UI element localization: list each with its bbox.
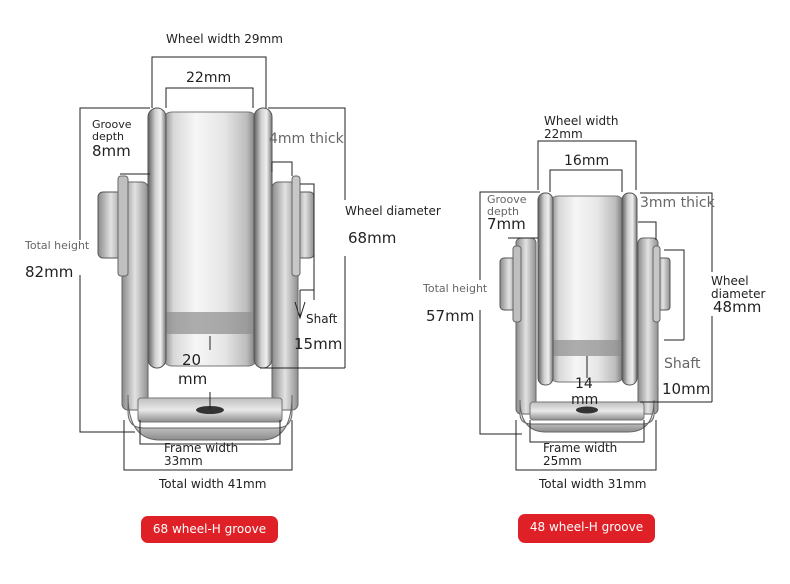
- right-model-badge: 48 wheel-H groove: [518, 514, 655, 543]
- left-groove-depth-value: 8mm: [92, 142, 131, 160]
- right-washer-right: [652, 245, 661, 323]
- right-groove-depth-value: 7mm: [487, 215, 526, 233]
- right-wheel-diameter-label: Wheel diameter: [711, 274, 766, 301]
- right-flange-right: [621, 192, 638, 386]
- left-gap-value: 20: [182, 351, 202, 369]
- left-flange-left: [147, 107, 167, 369]
- left-inner-width-label: 22mm: [186, 70, 232, 86]
- left-flange-right: [253, 107, 273, 369]
- right-groove-band: [550, 340, 624, 356]
- left-total-width-label: Total width 41mm: [159, 477, 267, 491]
- right-thickness-label: 3mm thick: [640, 195, 715, 211]
- left-frame-base: [127, 394, 293, 441]
- right-frame-base: [519, 399, 655, 433]
- right-total-width-label: Total width 31mm: [539, 477, 647, 491]
- left-gap-unit: mm: [178, 370, 208, 388]
- right-wheel-diameter-value: 48mm: [713, 298, 762, 316]
- right-wheel-width-label: Wheel width 22mm: [544, 114, 619, 141]
- right-total-height-label: Total height: [423, 282, 488, 295]
- left-groove-band: [162, 312, 258, 334]
- left-groove-depth-label: Groove depth: [92, 118, 132, 143]
- right-frame-width-label: Frame width 25mm: [543, 441, 618, 468]
- right-mount-hole: [576, 406, 598, 414]
- right-flange-left: [537, 192, 554, 386]
- right-washer-left: [512, 245, 522, 323]
- left-wheel-diameter-value: 68mm: [348, 229, 397, 247]
- right-groove-depth-label: Groove depth: [487, 193, 527, 218]
- left-thickness-label: 4mm thick: [269, 131, 344, 147]
- left-total-height-label: Total height: [25, 239, 90, 252]
- left-washer-left: [117, 175, 129, 277]
- left-washer-right: [291, 175, 301, 277]
- right-inner-width-label: 16mm: [564, 153, 610, 169]
- left-model-badge: 68 wheel-H groove: [141, 516, 278, 543]
- left-wheel-diameter-label: Wheel diameter: [345, 204, 441, 218]
- left-shaft-label: Shaft: [306, 312, 338, 326]
- right-shaft-label: Shaft: [664, 356, 701, 372]
- right-gap-unit: mm: [571, 392, 599, 408]
- left-dimension-lines: [79, 56, 346, 471]
- left-wheel-width-label: Wheel width 29mm: [166, 32, 283, 46]
- right-shaft-value: 10mm: [662, 380, 711, 398]
- right-total-height-value: 57mm: [426, 307, 475, 325]
- right-gap-value: 14: [575, 376, 593, 392]
- right-dimension-lines: [479, 140, 713, 471]
- left-shaft-value: 15mm: [294, 335, 343, 353]
- left-total-height-value: 82mm: [25, 263, 74, 281]
- right-wheel-assembly: [499, 192, 671, 433]
- left-frame-width-label: Frame width 33mm: [164, 441, 239, 468]
